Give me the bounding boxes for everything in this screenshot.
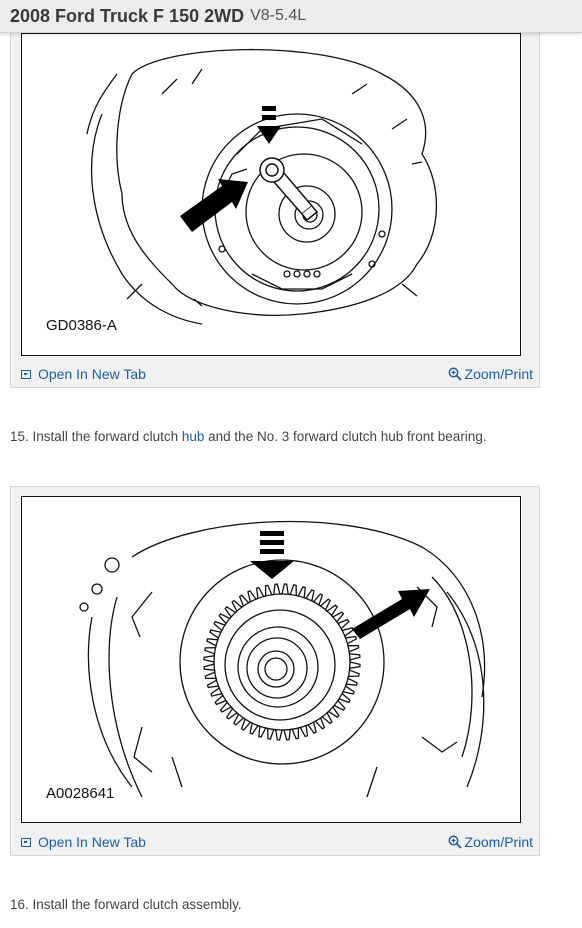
step-15: 15. Install the forward clutch hub and t… bbox=[10, 429, 487, 444]
figure-links-1: Open In New Tab Zoom/Print bbox=[11, 361, 539, 387]
zoom-icon bbox=[448, 367, 462, 381]
step-number: 16. bbox=[10, 897, 29, 912]
open-tab-icon bbox=[21, 837, 31, 847]
step-text-after: and the No. 3 forward clutch hub front b… bbox=[204, 429, 487, 444]
transmission-drawing-1 bbox=[86, 48, 438, 325]
open-tab-label: Open In New Tab bbox=[38, 834, 146, 850]
page-header: 2008 Ford Truck F 150 2WD V8-5.4L bbox=[0, 0, 582, 33]
figure-card-2: A0028641 Open In New Tab Zoom/Print bbox=[10, 486, 540, 856]
transmission-drawing-2 bbox=[79, 520, 486, 798]
zoom-label: Zoom/Print bbox=[464, 834, 533, 850]
step-text-before: Install the forward clutch bbox=[32, 429, 182, 444]
open-new-tab-link-2[interactable]: Open In New Tab bbox=[21, 834, 146, 850]
figure-code-2: A0028641 bbox=[46, 785, 115, 802]
figure-card-1: GD0386-A Open In New Tab Zoom/Print bbox=[10, 20, 540, 388]
zoom-print-link-2[interactable]: Zoom/Print bbox=[448, 834, 533, 850]
figure-image-1[interactable]: GD0386-A bbox=[21, 33, 521, 356]
open-new-tab-link-1[interactable]: Open In New Tab bbox=[21, 366, 146, 382]
step-number: 15. bbox=[10, 429, 29, 444]
engine-label: V8-5.4L bbox=[250, 7, 307, 24]
hub-link[interactable]: hub bbox=[181, 429, 205, 444]
step-16: 16. Install the forward clutch assembly. bbox=[10, 897, 242, 912]
vehicle-title: 2008 Ford Truck F 150 2WD bbox=[10, 5, 245, 26]
open-tab-label: Open In New Tab bbox=[38, 366, 146, 382]
open-tab-icon bbox=[21, 369, 31, 379]
zoom-label: Zoom/Print bbox=[464, 366, 533, 382]
zoom-icon bbox=[448, 835, 462, 849]
zoom-print-link-1[interactable]: Zoom/Print bbox=[448, 366, 533, 382]
gear-teeth bbox=[203, 583, 361, 741]
figure-image-2[interactable]: A0028641 bbox=[21, 496, 521, 823]
figure-code-1: GD0386-A bbox=[46, 317, 117, 334]
figure-links-2: Open In New Tab Zoom/Print bbox=[11, 829, 539, 855]
step-text: Install the forward clutch assembly. bbox=[32, 897, 242, 912]
